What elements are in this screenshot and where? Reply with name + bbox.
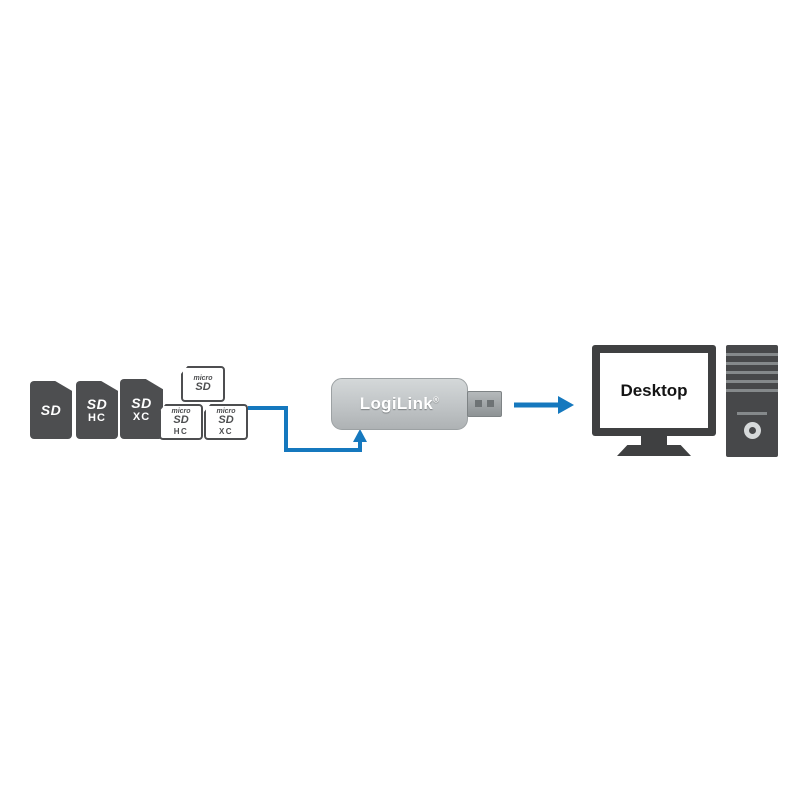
usb-connector-hole bbox=[475, 400, 482, 407]
sdxc-card-icon: SD XC bbox=[120, 379, 163, 439]
microsd-prefix-label: micro bbox=[193, 374, 213, 382]
sd-card-label: SD bbox=[40, 402, 62, 418]
microsdhc-name-label: SD bbox=[173, 414, 189, 427]
sdxc-card-type-label: XC bbox=[132, 410, 151, 423]
tower-vents bbox=[726, 353, 778, 395]
registered-mark: ® bbox=[433, 395, 440, 405]
microsdhc-card-icon: micro SD HC bbox=[159, 404, 203, 440]
microsd-name-label: SD bbox=[195, 380, 211, 393]
card-reader-body: LogiLink® bbox=[331, 378, 468, 430]
sdhc-card-label: SD bbox=[86, 395, 108, 412]
usb-connector-hole bbox=[487, 400, 494, 407]
microsdxc-name-label: SD bbox=[218, 414, 234, 427]
sd-card-icon: SD bbox=[30, 381, 72, 439]
microsd-card-icon: micro SD bbox=[181, 366, 225, 402]
microsdhc-prefix-label: micro bbox=[171, 408, 191, 416]
microsdxc-prefix-label: micro bbox=[216, 408, 236, 416]
sdhc-card-type-label: HC bbox=[88, 411, 106, 424]
microsdhc-type-label: HC bbox=[173, 426, 189, 436]
monitor-stand-neck bbox=[641, 436, 667, 445]
usb-connector-icon bbox=[467, 391, 502, 417]
reader-brand-label: LogiLink® bbox=[360, 394, 439, 414]
monitor-screen: Desktop bbox=[600, 353, 708, 428]
arrow-reader-to-computer-icon bbox=[514, 396, 574, 414]
microsdxc-card-icon: micro SD XC bbox=[204, 404, 248, 440]
reader-brand-text: LogiLink bbox=[359, 394, 434, 413]
desktop-label: Desktop bbox=[620, 380, 688, 400]
microsdxc-type-label: XC bbox=[218, 426, 234, 436]
arrow-cards-to-reader-icon bbox=[248, 406, 367, 452]
tower-drive-slot bbox=[737, 412, 767, 415]
monitor-stand-base bbox=[617, 445, 691, 456]
sdhc-card-icon: SD HC bbox=[76, 381, 118, 439]
tower-power-button-dot bbox=[749, 427, 756, 434]
sdxc-card-label: SD bbox=[131, 394, 152, 411]
